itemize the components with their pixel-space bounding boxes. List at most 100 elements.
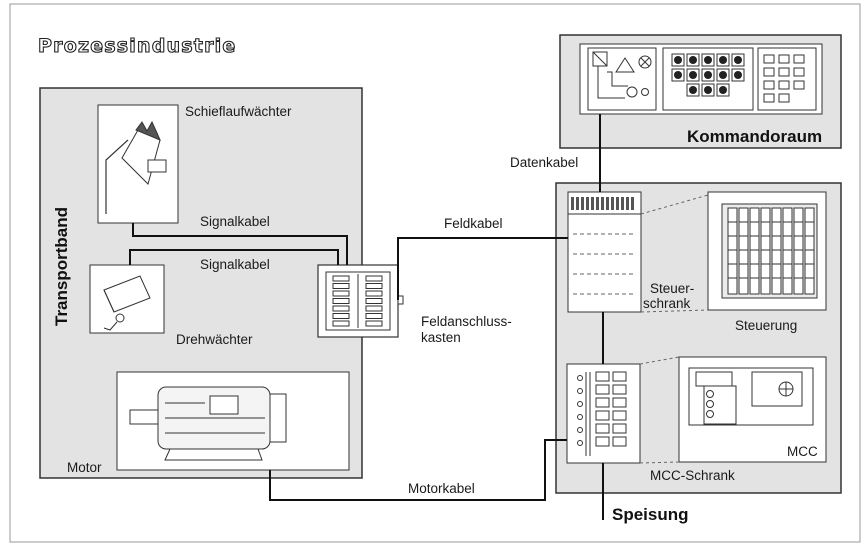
- motor-label: Motor: [67, 460, 102, 475]
- skew-monitor-picture: [97, 104, 179, 224]
- indicator-lamp: [719, 56, 727, 64]
- supply-label: Speisung: [612, 505, 689, 524]
- control-module: [749, 207, 760, 295]
- mcc-drawer: [595, 384, 610, 395]
- data-cable-label: Datenkabel: [510, 155, 579, 170]
- control-module: [771, 207, 782, 295]
- cabinet-slots: [571, 197, 634, 210]
- terminal-left: [332, 298, 350, 304]
- keypad-key: [763, 67, 775, 77]
- signal-cable-1-label: Signalkabel: [200, 214, 270, 229]
- control-module: [727, 207, 738, 295]
- mcc-drawer: [612, 371, 627, 382]
- keypad-key: [763, 54, 775, 64]
- mcc-indicator: [577, 388, 583, 394]
- control-module: [782, 207, 793, 295]
- terminal-right: [365, 313, 383, 319]
- indicator-lamp: [674, 71, 682, 79]
- signal-cable-2: [129, 249, 339, 265]
- indicator-lamp: [689, 56, 697, 64]
- indicator-lamp: [734, 56, 742, 64]
- indicator-lamp: [719, 86, 727, 94]
- terminal-right: [365, 275, 383, 282]
- indicator-lamp: [689, 71, 697, 79]
- motor-picture: [116, 371, 350, 471]
- indicator-lamp: [719, 71, 727, 79]
- mcc-cabinet-label: MCC-Schrank: [650, 468, 735, 483]
- control-room-label: Kommandoraum: [687, 127, 823, 146]
- keypad-key: [778, 67, 790, 77]
- terminal-right: [365, 290, 383, 297]
- keypad-keys: [763, 54, 805, 103]
- keypad-key: [778, 93, 790, 103]
- mcc-unit: [639, 356, 827, 464]
- mcc-unit-label: MCC: [787, 444, 818, 459]
- motor-cable: [269, 439, 567, 501]
- cabinet-slot: [596, 197, 599, 210]
- transport-area-label: Transportband: [52, 206, 71, 326]
- control-cabinet-dashes: [573, 233, 636, 295]
- mcc-drawer: [612, 397, 627, 408]
- terminal-left: [332, 320, 350, 327]
- page-title: Prozessindustrie: [37, 34, 237, 57]
- indicator-lamp: [704, 86, 712, 94]
- cabinet-slot: [571, 197, 574, 210]
- speed-monitor-label: Drehwächter: [176, 332, 253, 347]
- control-desk-icon: [587, 47, 657, 111]
- field-junction-box: [317, 264, 404, 338]
- mcc-drawers: [577, 371, 627, 447]
- control-module: [738, 207, 749, 295]
- cabinet-slot: [586, 197, 589, 210]
- field-cable-label: Feldkabel: [444, 216, 503, 231]
- terminal-right: [365, 305, 383, 312]
- cabinet-area: [555, 182, 842, 494]
- indicator-lamp: [689, 86, 697, 94]
- skew-monitor-label: Schieflaufwächter: [185, 104, 292, 119]
- field-box-label-line1: Feldanschluss-: [421, 314, 512, 329]
- keypad-key: [778, 80, 790, 90]
- terminal-right: [365, 320, 383, 327]
- keypad-key: [763, 93, 775, 103]
- mcc-indicator: [577, 414, 583, 420]
- terminal-left: [332, 283, 350, 289]
- control-cabinet-label-line2: schrank: [643, 296, 691, 311]
- indicator-lamp: [704, 71, 712, 79]
- keypad-key: [793, 67, 805, 77]
- terminal-left: [332, 275, 350, 282]
- cabinet-slot: [616, 197, 619, 210]
- indicator-lamp: [704, 56, 712, 64]
- cabinet-slot: [631, 197, 634, 210]
- keypad-key: [793, 54, 805, 64]
- terminal-right: [365, 283, 383, 289]
- field-cable: [397, 237, 568, 300]
- cabinet-slot: [621, 197, 624, 210]
- control-modules: [727, 207, 815, 295]
- mcc-drawer: [612, 410, 627, 421]
- terminal-left: [332, 290, 350, 297]
- terminal-left: [332, 313, 350, 319]
- motor-cable-label: Motorkabel: [408, 481, 475, 496]
- indicator-lamp: [734, 71, 742, 79]
- control-cabinet-label-line1: Steuer-: [650, 281, 695, 296]
- mcc-drawer: [612, 436, 627, 447]
- keypad-key: [793, 80, 805, 90]
- field-box-label-line2: kasten: [421, 330, 461, 345]
- keypad-key: [763, 80, 775, 90]
- mcc-drawer: [612, 384, 627, 395]
- cables: [129, 114, 604, 520]
- signal-cable-2-label: Signalkabel: [200, 257, 270, 272]
- mcc-drawer: [595, 436, 610, 447]
- box-terminals: [332, 274, 383, 328]
- cabinet-slot: [626, 197, 629, 210]
- mcc-drawer: [595, 423, 610, 434]
- signal-cable-1: [132, 223, 348, 265]
- control-module: [793, 207, 804, 295]
- cabinet-slot: [601, 197, 604, 210]
- control-module: [760, 207, 771, 295]
- indicator-lamp: [674, 56, 682, 64]
- mcc-drawer: [595, 410, 610, 421]
- terminal-left: [332, 305, 350, 312]
- mcc-indicator: [577, 427, 583, 433]
- cabinet-slot: [576, 197, 579, 210]
